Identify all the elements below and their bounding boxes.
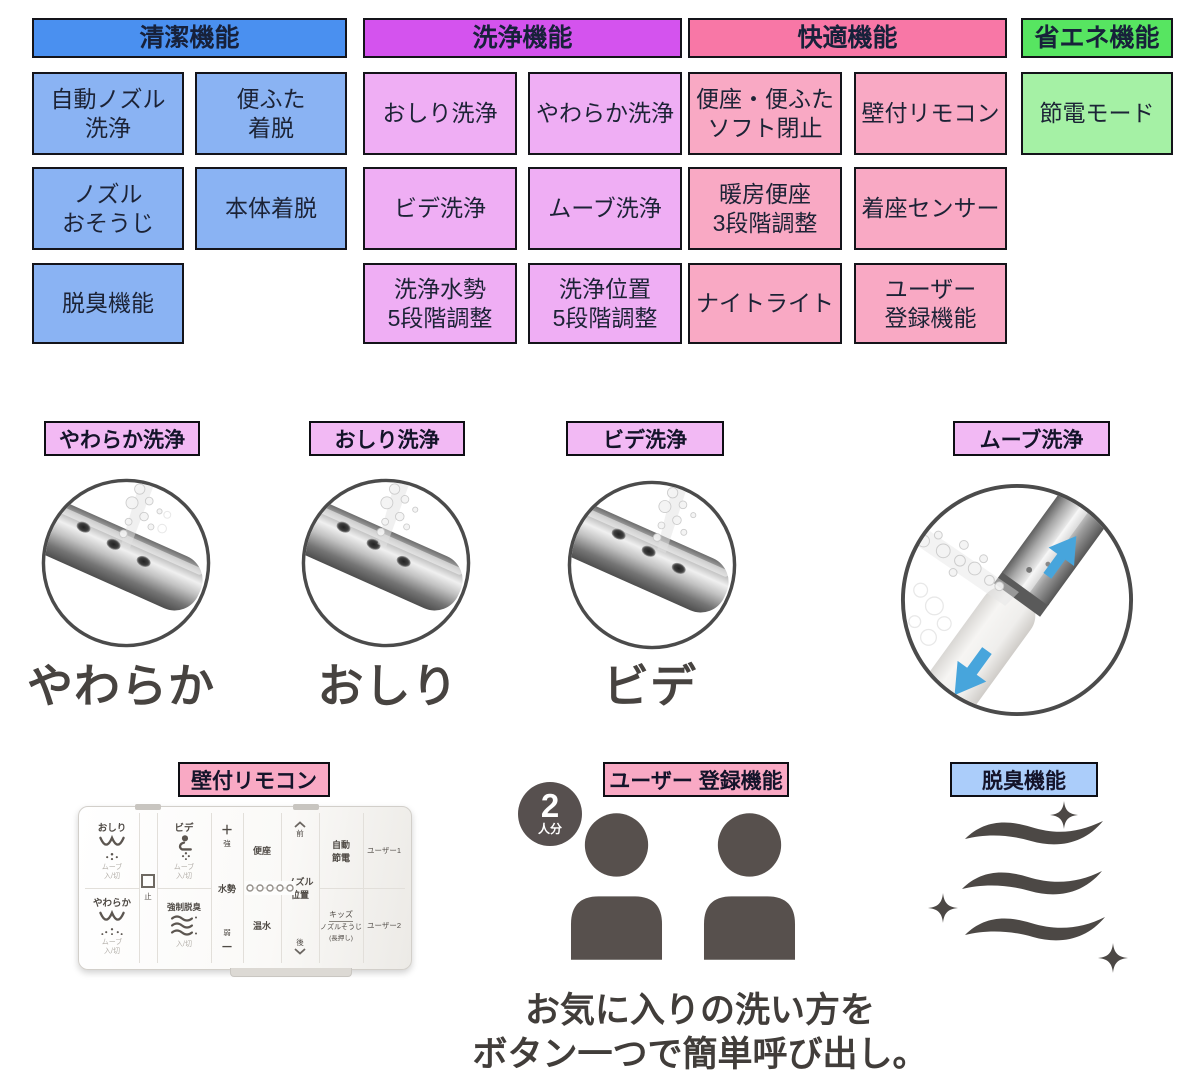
deodorize-graphic (920, 795, 1140, 990)
spray-soft-icon (99, 910, 125, 936)
cell-user-reg: ユーザー 登録機能 (854, 263, 1007, 344)
cell-yawaraka-wash: やわらか洗浄 (528, 72, 682, 155)
cell-heated-seat: 暖房便座 3段階調整 (688, 167, 842, 250)
cell-wall-remote: 壁付リモコン (854, 72, 1007, 155)
pressure-level-dots (245, 881, 295, 895)
cell-body-detach: 本体着脱 (195, 167, 347, 250)
cell-oshiri-wash: おしり洗浄 (363, 72, 517, 155)
remote-button-stop: 止 (139, 813, 157, 963)
wall-remote-photo: おしり ムーブ 入/切 やわらか ムーブ 入/切 止 ビデ (78, 804, 412, 970)
remote-button-user2: ユーザー2 (366, 921, 402, 930)
remote-mount-clip (293, 804, 319, 810)
person-icon (703, 813, 796, 960)
remote-button-deodorize: 強制脱臭 入/切 (166, 902, 201, 949)
sparkle-icon (1050, 801, 1078, 829)
nozzle-photo-bide (566, 479, 738, 656)
cell-nozzle-clean: ノズル おそうじ (32, 167, 184, 250)
caption-line1: お気に入りの洗い方を (524, 991, 875, 1030)
label-user-registration: ユーザー 登録機能 (603, 762, 789, 797)
nozzle-move-illustration (900, 483, 1134, 717)
header-comfort: 快適機能 (688, 18, 1007, 58)
cell-water-pressure: 洗浄水勢 5段階調整 (363, 263, 517, 344)
cell-bide-wash: ビデ洗浄 (363, 167, 517, 250)
cell-night-light: ナイトライト (688, 263, 842, 344)
cell-deodorize: 脱臭機能 (32, 263, 184, 344)
remote-control-pressure: ＋ 強 水勢 弱 － (217, 823, 236, 954)
label-oshiri-wash: おしり洗浄 (309, 421, 465, 456)
sparkle-icon (928, 893, 958, 923)
header-eco: 省エネ機能 (1021, 18, 1173, 58)
label-bide-wash: ビデ洗浄 (566, 421, 724, 456)
label-move-wash: ムーブ洗浄 (953, 421, 1110, 456)
bidet-icon (178, 835, 192, 861)
label-yawaraka-wash: やわらか洗浄 (44, 421, 200, 456)
remote-button-kids-clean: キッズ ノズルそうじ (長押し) (320, 910, 362, 942)
remote-button-user1: ユーザー1 (366, 846, 402, 855)
air-waves-icon (928, 801, 1128, 973)
two-users-badge: 2 人分 (518, 782, 582, 846)
person-icon (570, 813, 663, 960)
nozzle-photo-oshiri (300, 477, 472, 654)
nozzle-photo-yawaraka (40, 477, 212, 654)
nozzle-photo-move (899, 482, 1135, 723)
spray-icon (99, 835, 125, 861)
nozzle-spray-illustration (301, 478, 471, 648)
cell-auto-nozzle-wash: 自動ノズル 洗浄 (32, 72, 184, 155)
cell-soft-close: 便座・便ふた ソフト閉止 (688, 72, 842, 155)
remote-control-seat-water: 便座 温水 (252, 846, 271, 931)
cell-wash-position: 洗浄位置 5段階調整 (528, 263, 682, 344)
remote-button-auto-save: 自動 節電 (331, 839, 350, 863)
word-oshiri: おしり (317, 660, 459, 712)
header-clean: 清潔機能 (32, 18, 347, 58)
arrow-up-icon (1043, 536, 1077, 579)
nozzle-spray-illustration (567, 480, 737, 650)
cell-move-wash: ムーブ洗浄 (528, 167, 682, 250)
cell-seat-sensor: 着座センサー (854, 167, 1007, 250)
sparkle-icon (1098, 943, 1128, 973)
cell-lid-detach: 便ふた 着脱 (195, 72, 347, 155)
remote-mount-clip (135, 804, 161, 810)
remote-stand (230, 968, 352, 977)
cell-eco-mode: 節電モード (1021, 72, 1173, 155)
remote-button-bide: ビデ ムーブ 入/切 (157, 813, 211, 888)
chevron-down-icon (294, 948, 306, 955)
remote-button-yawaraka: やわらか ムーブ 入/切 (92, 898, 131, 955)
remote-button-oshiri: おしり ムーブ 入/切 (97, 823, 127, 880)
word-bide: ビデ (603, 660, 697, 712)
arrow-down-icon (954, 647, 992, 696)
header-wash: 洗浄機能 (363, 18, 682, 58)
label-deodorize: 脱臭機能 (950, 762, 1098, 797)
word-yawaraka: やわらか (27, 660, 215, 712)
nozzle-spray-illustration (41, 478, 211, 648)
chevron-up-icon (294, 821, 306, 828)
deodorize-wave-icon (170, 915, 197, 936)
caption-line2: ボタン一つで簡単呼び出し。 (472, 1035, 928, 1074)
remote-control-nozzle-position: 前 ノズル 位置 後 (281, 813, 319, 963)
stop-square-icon (141, 874, 155, 888)
label-wall-remote: 壁付リモコン (178, 762, 330, 797)
